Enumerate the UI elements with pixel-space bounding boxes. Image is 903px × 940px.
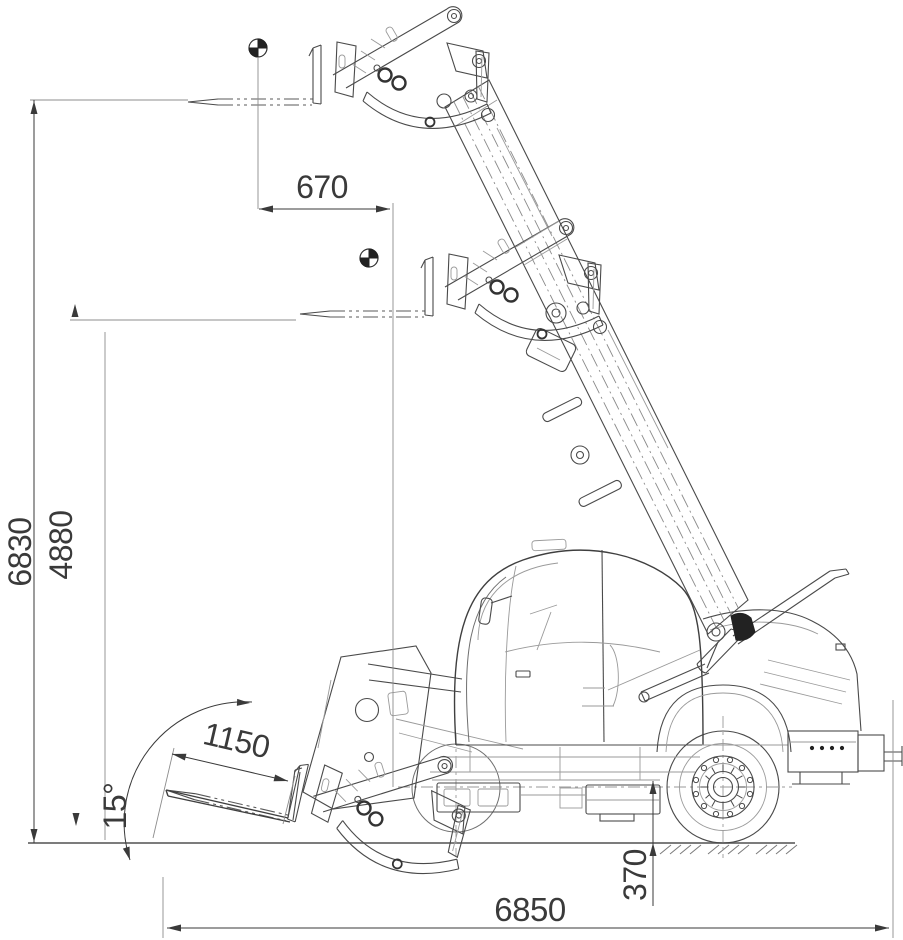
dim-label-4880: 4880 (43, 510, 79, 579)
dim-label-1150: 1150 (200, 715, 273, 765)
cab-interior (529, 604, 619, 707)
dim-mid-lift-height: 4880 (43, 304, 296, 840)
engine-bay (702, 609, 862, 746)
telescopic-boom (444, 79, 756, 642)
machine-body (302, 538, 903, 858)
fork-position-lowered (158, 695, 484, 886)
dim-overall-length: 6850 (162, 700, 894, 938)
rear-wheel (666, 730, 780, 844)
lowered-boom (367, 663, 463, 693)
ground-line (28, 842, 798, 855)
rear-fender (656, 684, 792, 753)
dim-fork-length: 1150 (152, 715, 296, 839)
rear-counterweight (787, 730, 903, 785)
fork-position-mid (298, 217, 608, 342)
dim-label-6850: 6850 (494, 891, 566, 928)
cab (453, 538, 704, 746)
boom-pivot-pad (730, 612, 756, 641)
lift-cylinder (607, 641, 719, 703)
exhaust-pipe (696, 568, 850, 674)
load-center-icon (248, 38, 379, 268)
dim-max-lift-height: 6830 (2, 99, 188, 843)
dim-label-6830: 6830 (2, 517, 38, 586)
chassis-side (430, 745, 700, 822)
dim-label-370: 370 (617, 849, 653, 901)
fork-position-top (186, 5, 496, 130)
dim-label-15deg: 15° (97, 783, 133, 830)
dim-tilt-angle: 15° (97, 698, 253, 861)
dim-ground-clearance: 370 (617, 781, 657, 906)
door-handle (515, 670, 531, 678)
dim-load-centre: 670 (259, 169, 394, 787)
ground-hatch (659, 844, 798, 855)
cab-pillar (601, 549, 605, 743)
dim-label-670: 670 (296, 169, 348, 205)
mirror (478, 595, 513, 625)
